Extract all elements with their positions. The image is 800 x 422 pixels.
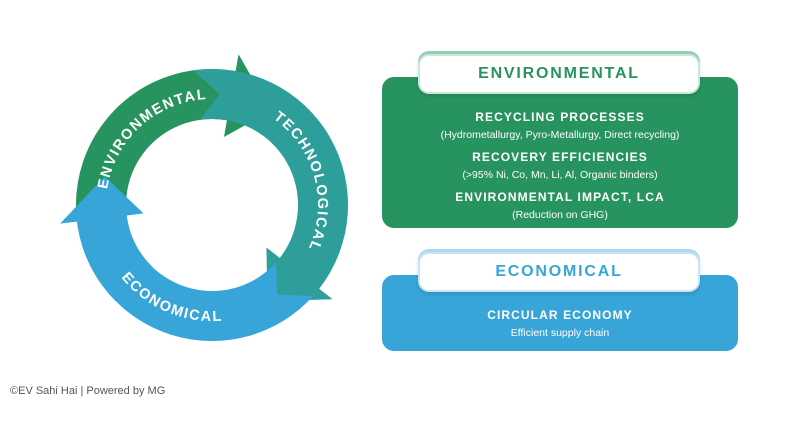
technological-arrow — [193, 68, 349, 302]
recycling-processes-heading: RECYCLING PROCESSES — [475, 110, 645, 124]
environmental-impact-detail: (Reduction on GHG) — [512, 209, 608, 221]
environmental-panel-title: ENVIRONMENTAL — [418, 54, 700, 94]
copyright-credit: ©EV Sahi Hai | Powered by MG — [10, 385, 166, 397]
circular-economy-heading: CIRCULAR ECONOMY — [487, 308, 633, 322]
recovery-efficiencies-detail: (>95% Ni, Co, Mn, Li, Al, Organic binder… — [462, 169, 658, 181]
environmental-impact-heading: ENVIRONMENTAL IMPACT, LCA — [455, 190, 665, 204]
economical-panel-title: ECONOMICAL — [418, 252, 700, 292]
recovery-efficiencies-heading: RECOVERY EFFICIENCIES — [472, 150, 648, 164]
circular-economy-detail: Efficient supply chain — [510, 327, 610, 339]
environmental-impact-block: ENVIRONMENTAL IMPACT, LCA (Reduction on … — [382, 190, 738, 230]
recovery-efficiencies-block: RECOVERY EFFICIENCIES (>95% Ni, Co, Mn, … — [382, 150, 738, 190]
recycling-processes-detail: (Hydrometallurgy, Pyro-Metallurgy, Direc… — [440, 129, 680, 141]
environmental-panel: RECYCLING PROCESSES (Hydrometallurgy, Py… — [382, 77, 738, 228]
cycle-diagram: ENVIRONMENTAL TECHNOLOGICAL ECONOMICAL — [60, 54, 349, 342]
recycling-processes-block: RECYCLING PROCESSES (Hydrometallurgy, Py… — [382, 110, 738, 150]
economical-arrow — [60, 176, 314, 342]
circular-economy-block: CIRCULAR ECONOMY Efficient supply chain — [382, 308, 738, 348]
